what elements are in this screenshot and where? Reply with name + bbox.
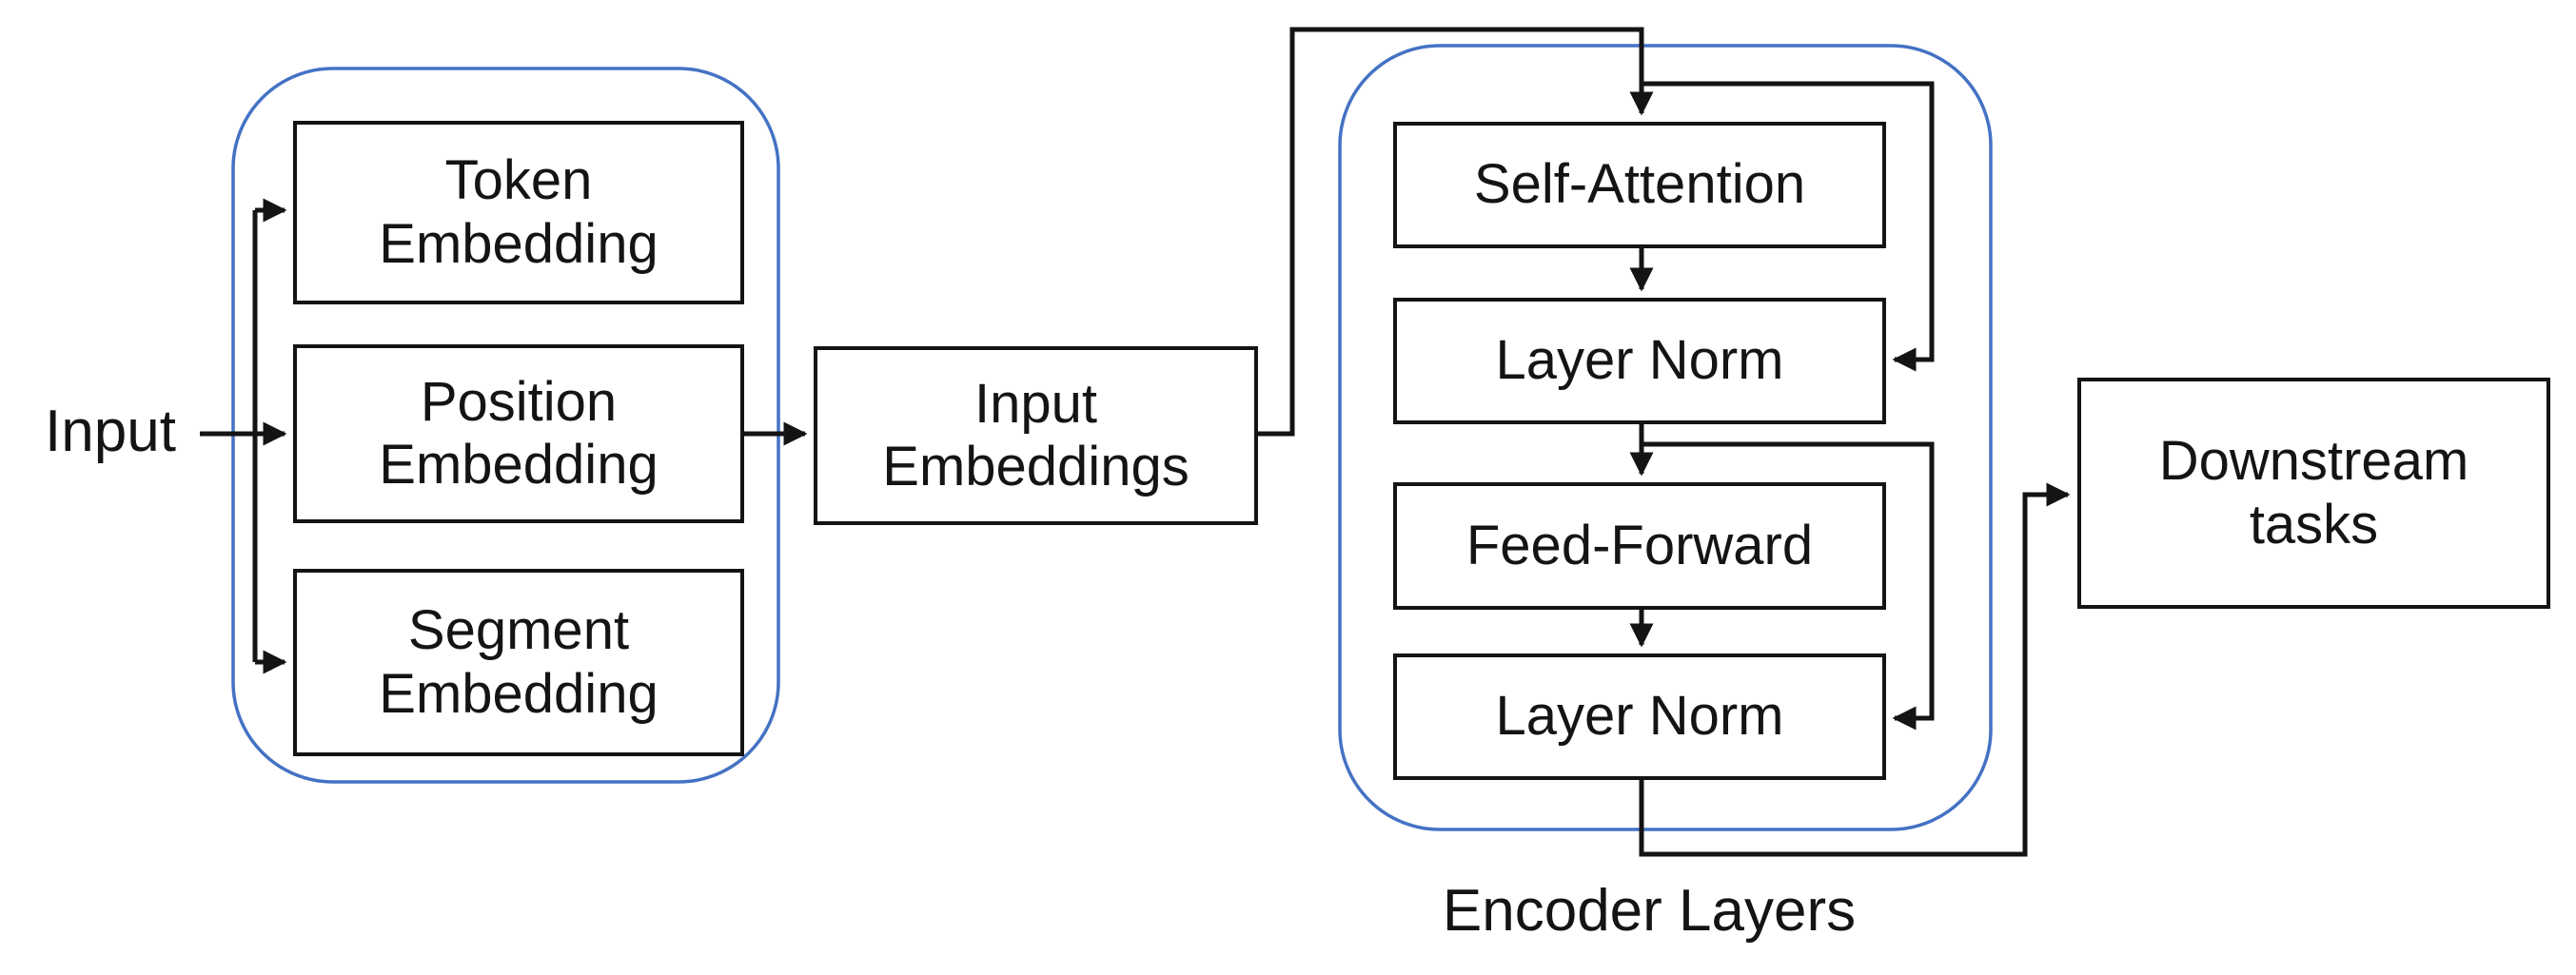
edge-residual-to-layer-norm-2 (1642, 441, 1935, 731)
layer-norm-2-box: Layer Norm (1393, 653, 1886, 780)
token-embedding-label-line2: Embedding (379, 212, 659, 275)
token-embedding-label: Token (444, 149, 593, 212)
self-attention-label: Self-Attention (1473, 153, 1806, 216)
downstream-tasks-label: Downstream (2158, 430, 2469, 493)
self-attention-box: Self-Attention (1393, 122, 1886, 248)
segment-embedding-box: Segment Embedding (293, 569, 744, 756)
edge-residual-to-layer-norm-1 (1642, 81, 1935, 372)
edge-input-embeddings-to-self-attention (1258, 27, 1654, 437)
downstream-tasks-label-line2: tasks (2249, 493, 2379, 556)
edge-encoder-to-downstream-tasks (1639, 482, 2071, 857)
segment-embedding-label-line2: Embedding (379, 662, 659, 725)
position-embedding-box: Position Embedding (293, 344, 744, 523)
input-embeddings-box: Input Embeddings (814, 346, 1258, 525)
layer-norm-2-label: Layer Norm (1495, 685, 1784, 748)
layer-norm-1-box: Layer Norm (1393, 298, 1886, 424)
downstream-tasks-box: Downstream tasks (2077, 378, 2550, 609)
feed-forward-box: Feed-Forward (1393, 482, 1886, 610)
encoder-group-outline (1338, 44, 1993, 831)
encoder-layers-caption: Encoder Layers (1442, 878, 1857, 944)
segment-embedding-label: Segment (407, 599, 630, 662)
embedding-group-outline (231, 67, 780, 784)
input-embeddings-label: Input (974, 372, 1097, 435)
layer-norm-1-label: Layer Norm (1495, 329, 1784, 392)
feed-forward-label: Feed-Forward (1465, 514, 1814, 576)
input-embeddings-label-line2: Embeddings (882, 436, 1190, 497)
position-embedding-label-line2: Embedding (379, 434, 659, 496)
token-embedding-box: Token Embedding (293, 121, 744, 304)
input-label: Input (45, 399, 176, 464)
position-embedding-label: Position (420, 370, 618, 433)
